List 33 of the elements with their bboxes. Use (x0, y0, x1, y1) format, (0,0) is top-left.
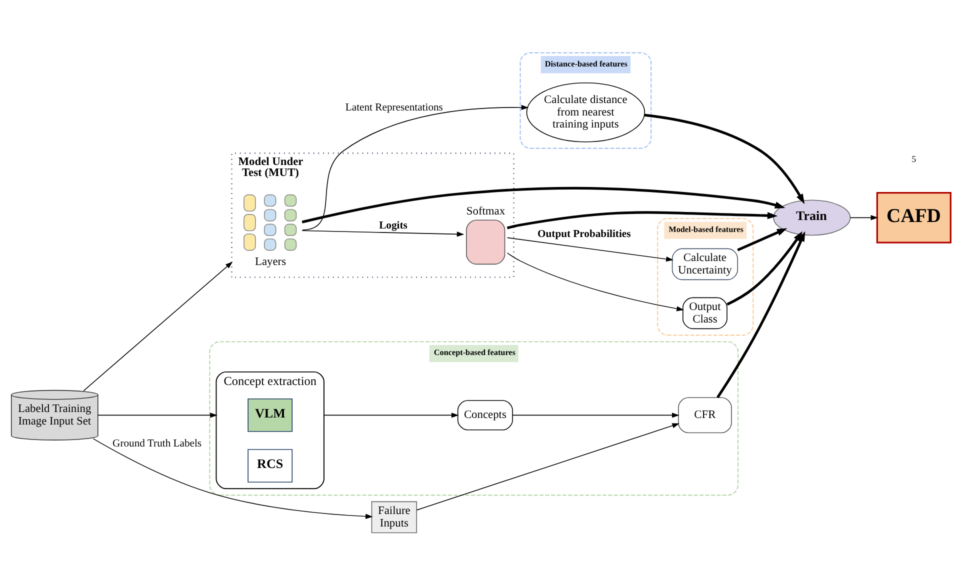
arrow (716, 230, 806, 398)
arrow (302, 230, 464, 236)
node-box: Output Class (682, 296, 728, 329)
node-box: VLM (248, 398, 293, 432)
arrow (416, 422, 680, 510)
node-box: RCS (248, 448, 293, 482)
arrow (850, 214, 878, 220)
arrow (302, 104, 529, 230)
arrow (506, 210, 778, 229)
arrow (644, 113, 805, 204)
label: 5 (912, 154, 916, 164)
arrow (302, 186, 786, 223)
arrow (506, 236, 674, 262)
arrow (512, 412, 680, 418)
edge-label: Output Probabilities (538, 228, 631, 240)
node-label: Layers (255, 256, 286, 268)
arrow (726, 230, 802, 306)
node-box: CAFD (876, 191, 952, 243)
node-box: Calculate Uncertainty (672, 248, 738, 280)
arrow (98, 412, 218, 418)
arrow (324, 412, 459, 418)
edge-label: Latent Representations (345, 102, 443, 113)
node-box: Concepts (457, 400, 513, 430)
edge-label: Logits (379, 220, 408, 232)
arrow (506, 252, 684, 311)
node-box: Failure Inputs (371, 500, 418, 533)
node-label: Softmax (466, 205, 506, 218)
edge-label: Ground Truth Labels (112, 438, 202, 450)
node-ellipse: Calculate distance from nearest training inputs (526, 82, 646, 142)
node-box: CFR (678, 396, 732, 433)
arrow (737, 228, 788, 251)
arrow (92, 438, 373, 518)
arrow (83, 261, 233, 391)
